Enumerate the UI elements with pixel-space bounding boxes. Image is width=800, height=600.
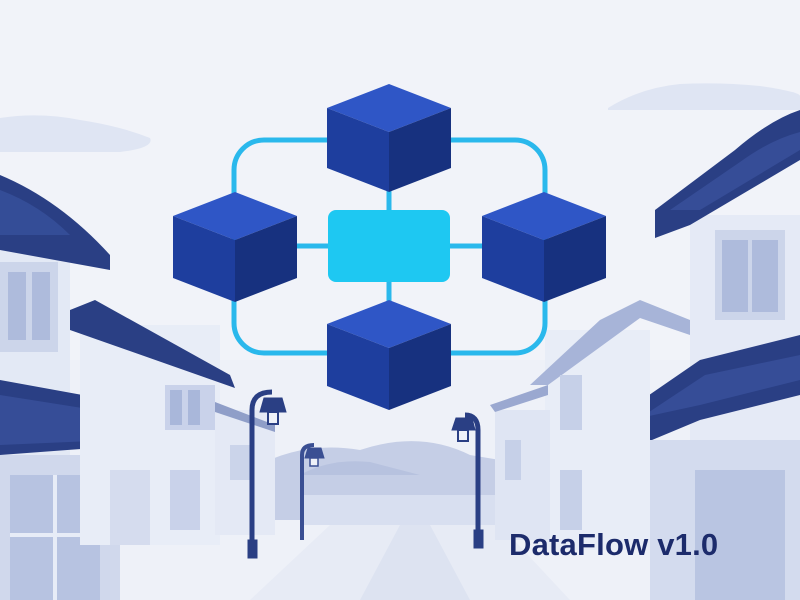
street-lamp-left-far: [300, 443, 325, 540]
cube-top: [327, 84, 451, 192]
street-lamp-right: [451, 412, 484, 549]
hub-rect: [328, 210, 450, 282]
far-wall: [300, 495, 520, 525]
distant-hill-right: [300, 461, 420, 475]
cube-right: [482, 192, 606, 302]
house-left-middle: [70, 300, 235, 545]
road-center: [360, 525, 470, 600]
cloud-right: [608, 83, 800, 110]
brand-title: DataFlow v1.0: [509, 527, 719, 562]
cloud-left: [0, 115, 151, 152]
cube-left: [173, 192, 297, 302]
house-right-back: [490, 385, 550, 540]
street-lamp-left-near: [247, 389, 287, 559]
house-left-front: [0, 175, 135, 600]
cube-bottom: [327, 300, 451, 410]
house-left-back: [215, 402, 275, 535]
house-right-middle: [530, 300, 690, 550]
house-right-front: [620, 110, 800, 600]
